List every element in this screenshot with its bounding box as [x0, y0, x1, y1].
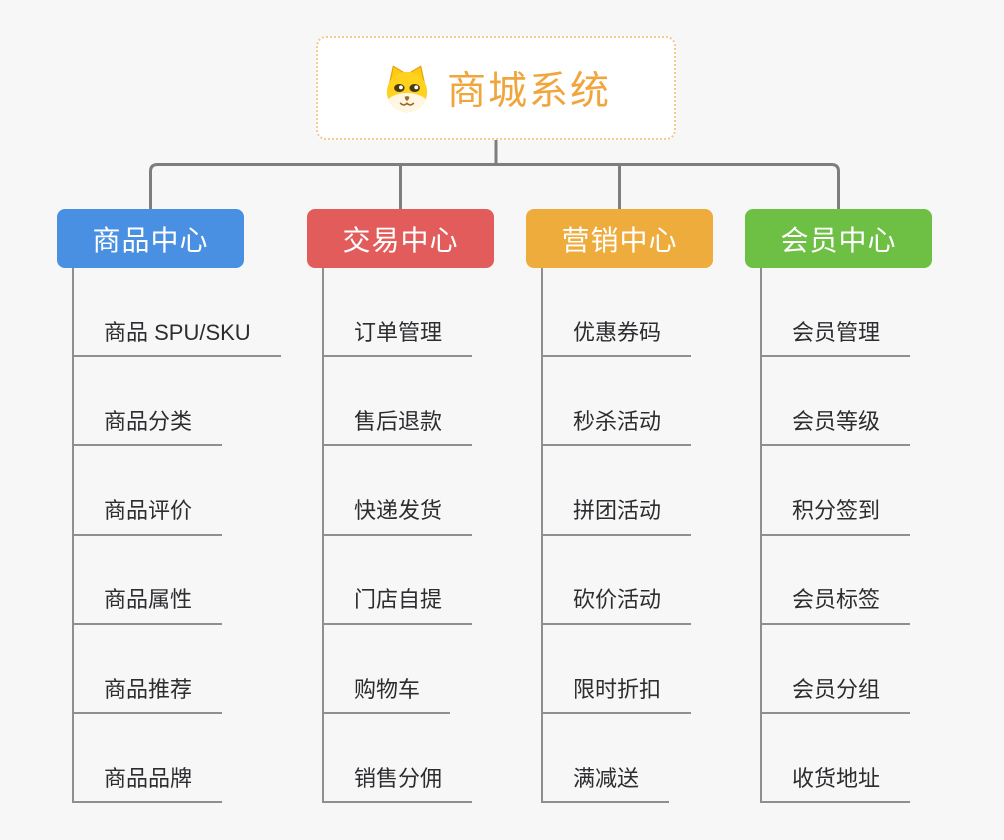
- tree-item: 会员管理: [762, 268, 932, 358]
- node-item[interactable]: 门店自提: [324, 587, 473, 625]
- tree-item: 优惠券码: [543, 268, 713, 358]
- branch-items-product: 商品 SPU/SKU 商品分类 商品评价 商品属性 商品推荐 商品品牌: [72, 268, 281, 804]
- tree-item: 秒杀活动: [543, 357, 713, 447]
- tree-item: 商品属性: [74, 536, 244, 625]
- tree-item: 门店自提: [324, 536, 494, 625]
- tree-item: 商品推荐: [74, 625, 244, 714]
- tree-item: 售后退款: [324, 357, 494, 447]
- node-item[interactable]: 销售分佣: [324, 766, 473, 804]
- tree-item: 购物车: [324, 625, 494, 714]
- tree-item: 销售分佣: [324, 714, 494, 804]
- node-item[interactable]: 商品 SPU/SKU: [74, 320, 281, 358]
- node-item[interactable]: 积分签到: [762, 498, 911, 536]
- node-item[interactable]: 拼团活动: [543, 498, 692, 536]
- node-item[interactable]: 优惠券码: [543, 320, 692, 358]
- branch-items-marketing: 优惠券码 秒杀活动 拼团活动 砍价活动 限时折扣 满减送: [541, 268, 713, 804]
- tree-item: 商品分类: [74, 357, 244, 447]
- tree-item: 会员标签: [762, 536, 932, 625]
- branch-node-member-center[interactable]: 会员中心: [745, 209, 932, 268]
- tree-item: 商品品牌: [74, 714, 244, 804]
- node-item[interactable]: 会员分组: [762, 677, 911, 714]
- node-item[interactable]: 满减送: [543, 766, 670, 804]
- tree-item: 会员分组: [762, 625, 932, 714]
- tree-item: 满减送: [543, 714, 713, 804]
- node-item[interactable]: 订单管理: [324, 320, 473, 358]
- root-node-mall-system[interactable]: 商城系统: [316, 36, 676, 140]
- node-item[interactable]: 秒杀活动: [543, 409, 692, 447]
- node-item[interactable]: 会员标签: [762, 587, 911, 625]
- branch-member-center: 会员中心 会员管理 会员等级 积分签到 会员标签 会员分组 收货地址: [745, 209, 932, 804]
- tree-item: 限时折扣: [543, 625, 713, 714]
- node-item[interactable]: 会员等级: [762, 409, 911, 447]
- dog-face-icon: [386, 65, 428, 113]
- tree-item: 订单管理: [324, 268, 494, 358]
- tree-item: 积分签到: [762, 446, 932, 536]
- node-item[interactable]: 商品属性: [74, 587, 223, 625]
- node-item[interactable]: 商品分类: [74, 409, 223, 447]
- node-item[interactable]: 售后退款: [324, 409, 473, 447]
- branch-node-product-center[interactable]: 商品中心: [57, 209, 244, 268]
- node-item[interactable]: 商品评价: [74, 498, 223, 536]
- root-node-title: 商城系统: [446, 70, 611, 113]
- node-item[interactable]: 商品品牌: [74, 766, 223, 804]
- node-item[interactable]: 快递发货: [324, 498, 473, 536]
- tree-item: 砍价活动: [543, 536, 713, 625]
- branch-marketing-center: 营销中心 优惠券码 秒杀活动 拼团活动 砍价活动 限时折扣 满减送: [526, 209, 713, 804]
- branch-node-marketing-center[interactable]: 营销中心: [526, 209, 713, 268]
- tree-item: 会员等级: [762, 357, 932, 447]
- branch-items-trade: 订单管理 售后退款 快递发货 门店自提 购物车 销售分佣: [322, 268, 494, 804]
- node-item[interactable]: 会员管理: [762, 320, 911, 358]
- branch-node-trade-center[interactable]: 交易中心: [307, 209, 494, 268]
- tree-item: 商品 SPU/SKU: [74, 268, 281, 358]
- tree-item: 快递发货: [324, 446, 494, 536]
- branch-product-center: 商品中心 商品 SPU/SKU 商品分类 商品评价 商品属性 商品推荐 商品品牌: [57, 209, 281, 804]
- node-item[interactable]: 限时折扣: [543, 677, 692, 714]
- node-item[interactable]: 商品推荐: [74, 677, 223, 714]
- node-item[interactable]: 购物车: [324, 677, 451, 714]
- node-item[interactable]: 收货地址: [762, 766, 911, 804]
- branch-items-member: 会员管理 会员等级 积分签到 会员标签 会员分组 收货地址: [760, 268, 932, 804]
- tree-item: 拼团活动: [543, 446, 713, 536]
- branch-trade-center: 交易中心 订单管理 售后退款 快递发货 门店自提 购物车 销售分佣: [307, 209, 494, 804]
- node-item[interactable]: 砍价活动: [543, 587, 692, 625]
- tree-item: 收货地址: [762, 714, 932, 804]
- tree-item: 商品评价: [74, 446, 244, 536]
